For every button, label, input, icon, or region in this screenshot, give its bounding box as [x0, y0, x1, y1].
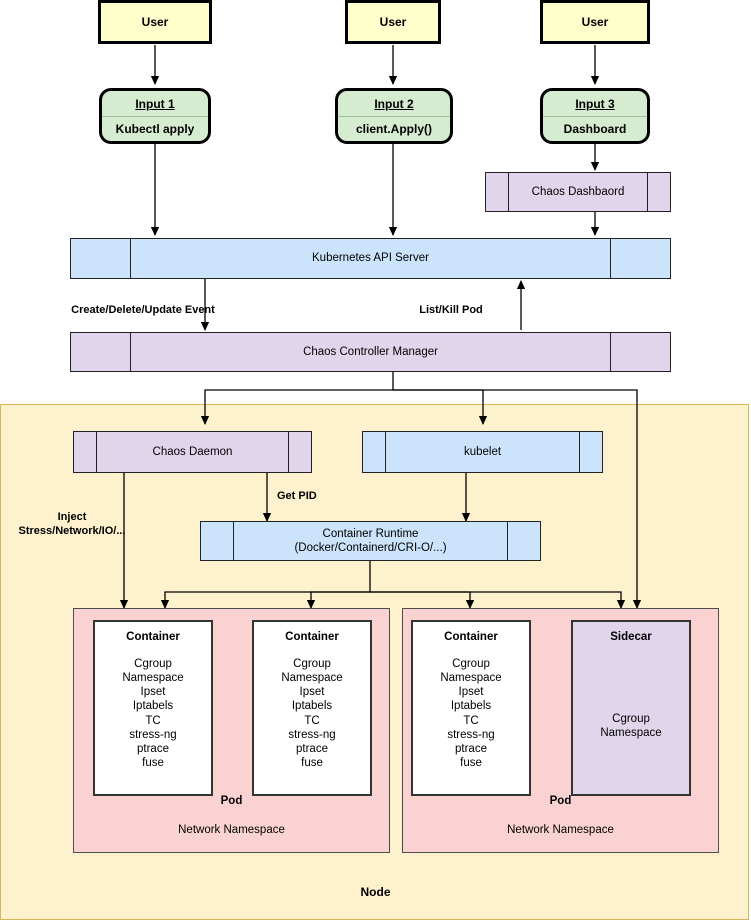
pod-network-namespace-right: Network Namespace: [507, 824, 614, 836]
edge-label-list-kill-pod: List/Kill Pod: [419, 304, 483, 316]
container-title: Container: [285, 631, 339, 643]
component-left-segment: [486, 173, 509, 211]
component-left-segment: [363, 432, 386, 472]
component-left-segment: [71, 333, 131, 371]
chaos-dashboard-component[interactable]: Chaos Dashbaord: [485, 172, 671, 212]
input-box-2[interactable]: Input 2 client.Apply(): [335, 88, 453, 144]
input-title: Input 3: [543, 91, 647, 117]
component-right-segment: [288, 432, 311, 472]
user-label: User: [379, 15, 407, 29]
user-label: User: [581, 15, 609, 29]
input-box-1[interactable]: Input 1 Kubectl apply: [99, 88, 211, 144]
component-left-segment: [201, 522, 234, 560]
container-runtime-component[interactable]: Container Runtime (Docker/Containerd/CRI…: [200, 521, 541, 561]
chaos-controller-manager-component[interactable]: Chaos Controller Manager: [70, 332, 671, 372]
user-box-3: User: [540, 0, 650, 44]
input-value: client.Apply(): [355, 122, 432, 136]
chaos-dashboard-label-wrap: Chaos Dashbaord: [509, 173, 647, 211]
pod-label-right: Pod: [549, 795, 572, 807]
api-server-label: Kubernetes API Server: [312, 252, 429, 265]
container-box-2[interactable]: Container Cgroup Namespace Ipset Iptabel…: [252, 620, 372, 796]
kubelet-component[interactable]: kubelet: [362, 431, 603, 473]
pod-label-left: Pod: [220, 795, 243, 807]
kubelet-label-wrap: kubelet: [386, 432, 579, 472]
input-value: Kubectl apply: [115, 122, 195, 136]
container-box-3[interactable]: Container Cgroup Namespace Ipset Iptabel…: [411, 620, 531, 796]
node-label-text: Node: [360, 885, 391, 899]
component-right-segment: [579, 432, 602, 472]
container-capabilities: Cgroup Namespace Ipset Iptabels TC stres…: [440, 658, 502, 769]
controller-manager-label: Chaos Controller Manager: [303, 345, 438, 358]
container-runtime-label-wrap: Container Runtime (Docker/Containerd/CRI…: [234, 522, 507, 560]
input-box-3[interactable]: Input 3 Dashboard: [540, 88, 650, 144]
container-title: Container: [126, 631, 180, 643]
sidecar-capabilities: Cgroup Namespace: [600, 713, 662, 740]
edge-label-inject: Inject Stress/Network/IO/...: [18, 511, 126, 537]
component-right-segment: [647, 173, 670, 211]
input-title: Input 2: [338, 91, 450, 117]
component-left-segment: [74, 432, 97, 472]
sidecar-box[interactable]: Sidecar Cgroup Namespace: [571, 620, 691, 796]
chaos-daemon-label-wrap: Chaos Daemon: [97, 432, 288, 472]
pod-network-namespace-left: Network Namespace: [178, 824, 285, 836]
edge-label-get-pid: Get PID: [277, 490, 317, 502]
edge-label-create-delete-update: Create/Delete/Update Event: [71, 304, 215, 316]
component-right-segment: [610, 239, 670, 278]
chaos-daemon-label: Chaos Daemon: [152, 445, 233, 458]
container-runtime-sublabel: (Docker/Containerd/CRI-O/...): [294, 542, 447, 554]
container-runtime-label: Container Runtime: [322, 527, 419, 540]
container-capabilities: Cgroup Namespace Ipset Iptabels TC stres…: [281, 658, 343, 769]
kubelet-label: kubelet: [463, 445, 502, 458]
container-box-1[interactable]: Container Cgroup Namespace Ipset Iptabel…: [93, 620, 213, 796]
sidecar-title: Sidecar: [610, 631, 652, 643]
container-title: Container: [444, 631, 498, 643]
container-capabilities: Cgroup Namespace Ipset Iptabels TC stres…: [122, 658, 184, 769]
component-left-segment: [71, 239, 131, 278]
chaos-daemon-component[interactable]: Chaos Daemon: [73, 431, 312, 473]
chaos-dashboard-label: Chaos Dashbaord: [531, 185, 625, 198]
api-server-label-wrap: Kubernetes API Server: [131, 239, 610, 278]
component-right-segment: [507, 522, 540, 560]
component-right-segment: [610, 333, 670, 371]
input-value: Dashboard: [563, 122, 627, 136]
user-label: User: [141, 15, 169, 29]
user-box-2: User: [345, 0, 441, 44]
controller-manager-label-wrap: Chaos Controller Manager: [131, 333, 610, 371]
kubernetes-api-server-component[interactable]: Kubernetes API Server: [70, 238, 671, 279]
input-title: Input 1: [102, 91, 208, 117]
user-box-1: User: [98, 0, 212, 44]
